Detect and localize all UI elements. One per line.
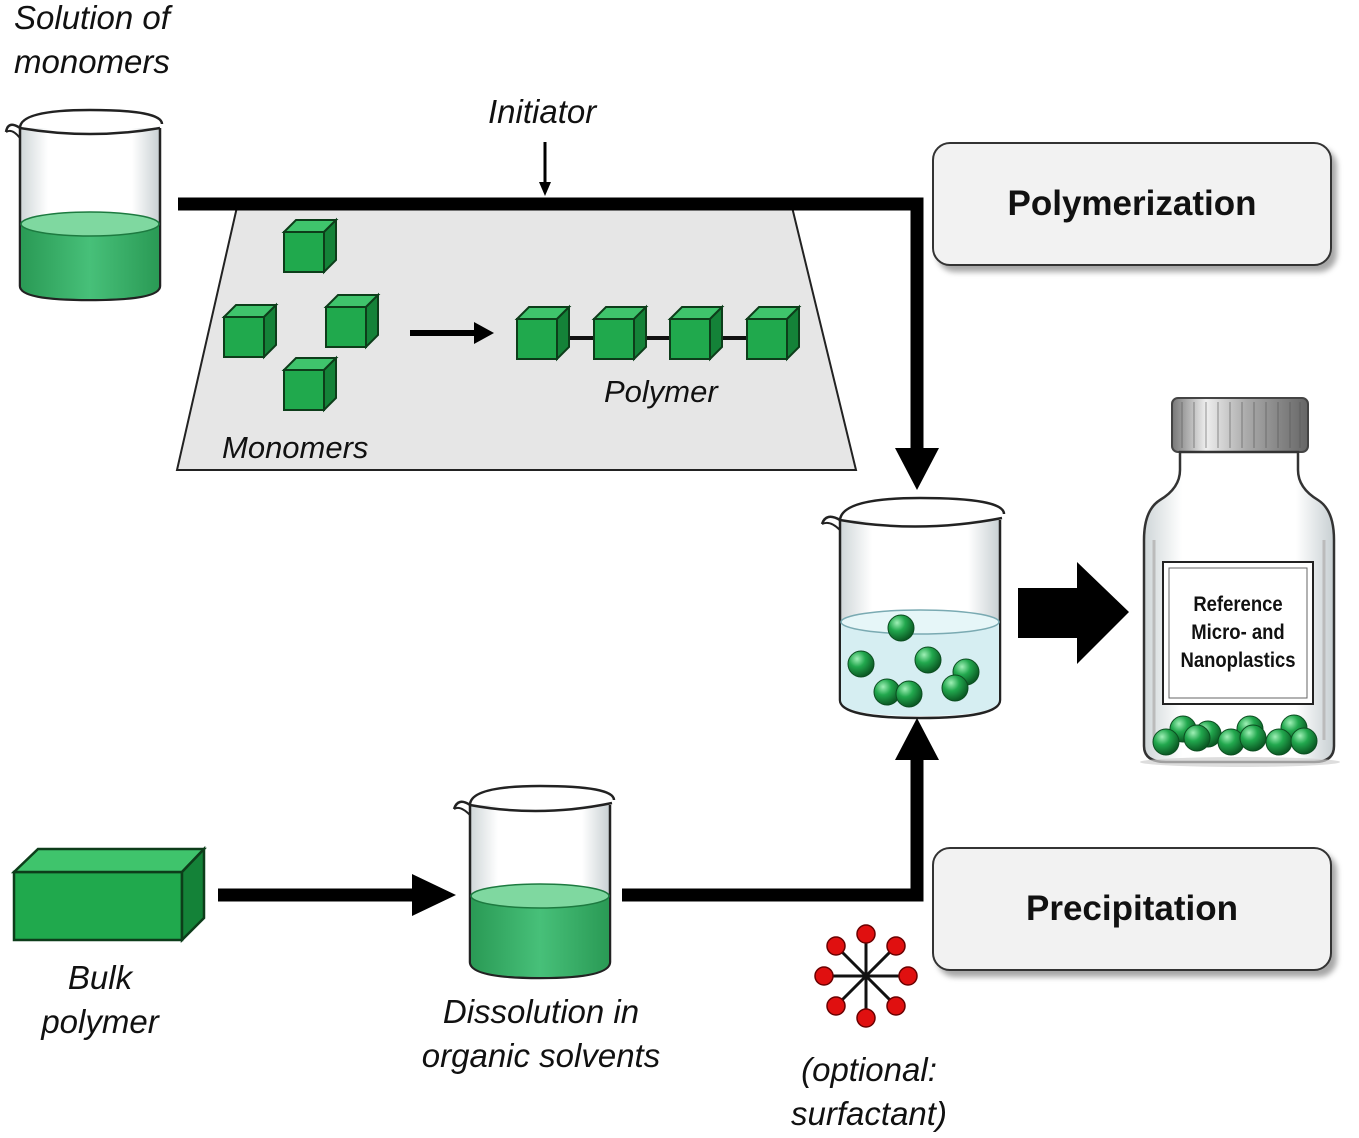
bulk-polymer-block: [10, 845, 207, 944]
reaction-arrow: [410, 322, 494, 344]
product-arrow: [1018, 562, 1129, 664]
surfactant-label: (optional: surfactant): [791, 1051, 947, 1132]
monomer-cubes: [221, 217, 381, 413]
particle: [1239, 724, 1267, 752]
particle: [1152, 728, 1180, 756]
surfactant-icon: [814, 924, 918, 1028]
polymerization-path-arrow: [178, 197, 939, 490]
bottle-particles: [1152, 714, 1318, 756]
precipitation-box: Precipitation: [932, 847, 1332, 971]
bottle-label-text: Reference Micro- and Nanoplastics: [1180, 593, 1296, 672]
particle: [941, 674, 969, 702]
polymer-unit: [591, 304, 649, 362]
monomer-cube: [281, 217, 339, 275]
reference-bottle: [1140, 397, 1340, 767]
dissolution-beaker: [452, 784, 616, 980]
monomer-cube: [281, 355, 339, 413]
polymer-chain: [514, 304, 802, 362]
initiator-label: Initiator: [488, 93, 597, 130]
monomer-solution-beaker: [4, 108, 164, 302]
precipitation-path-arrow: [622, 718, 939, 902]
particle: [914, 646, 942, 674]
monomers-label: Monomers: [222, 430, 369, 465]
dissolution-arrow: [218, 874, 456, 916]
particle: [847, 650, 875, 678]
particle: [1265, 728, 1293, 756]
particle: [1217, 728, 1245, 756]
particle: [895, 680, 923, 708]
solution-of-monomers-label: Solution of monomers: [14, 0, 170, 80]
dissolution-label: Dissolution in organic solvents: [421, 993, 661, 1074]
monomer-cube: [323, 292, 381, 350]
polymerization-box: Polymerization: [932, 142, 1332, 266]
initiator-arrow: [539, 142, 551, 196]
particle: [1290, 727, 1318, 755]
polymer-unit: [514, 304, 572, 362]
particle: [887, 614, 915, 642]
bulk-polymer-label: Bulk polymer: [41, 959, 159, 1040]
monomer-cube: [221, 302, 279, 360]
particle: [1183, 724, 1211, 752]
polymer-unit: [744, 304, 802, 362]
polymer-label: Polymer: [604, 374, 718, 409]
polymer-unit: [667, 304, 725, 362]
beaker-particles: [847, 614, 980, 708]
